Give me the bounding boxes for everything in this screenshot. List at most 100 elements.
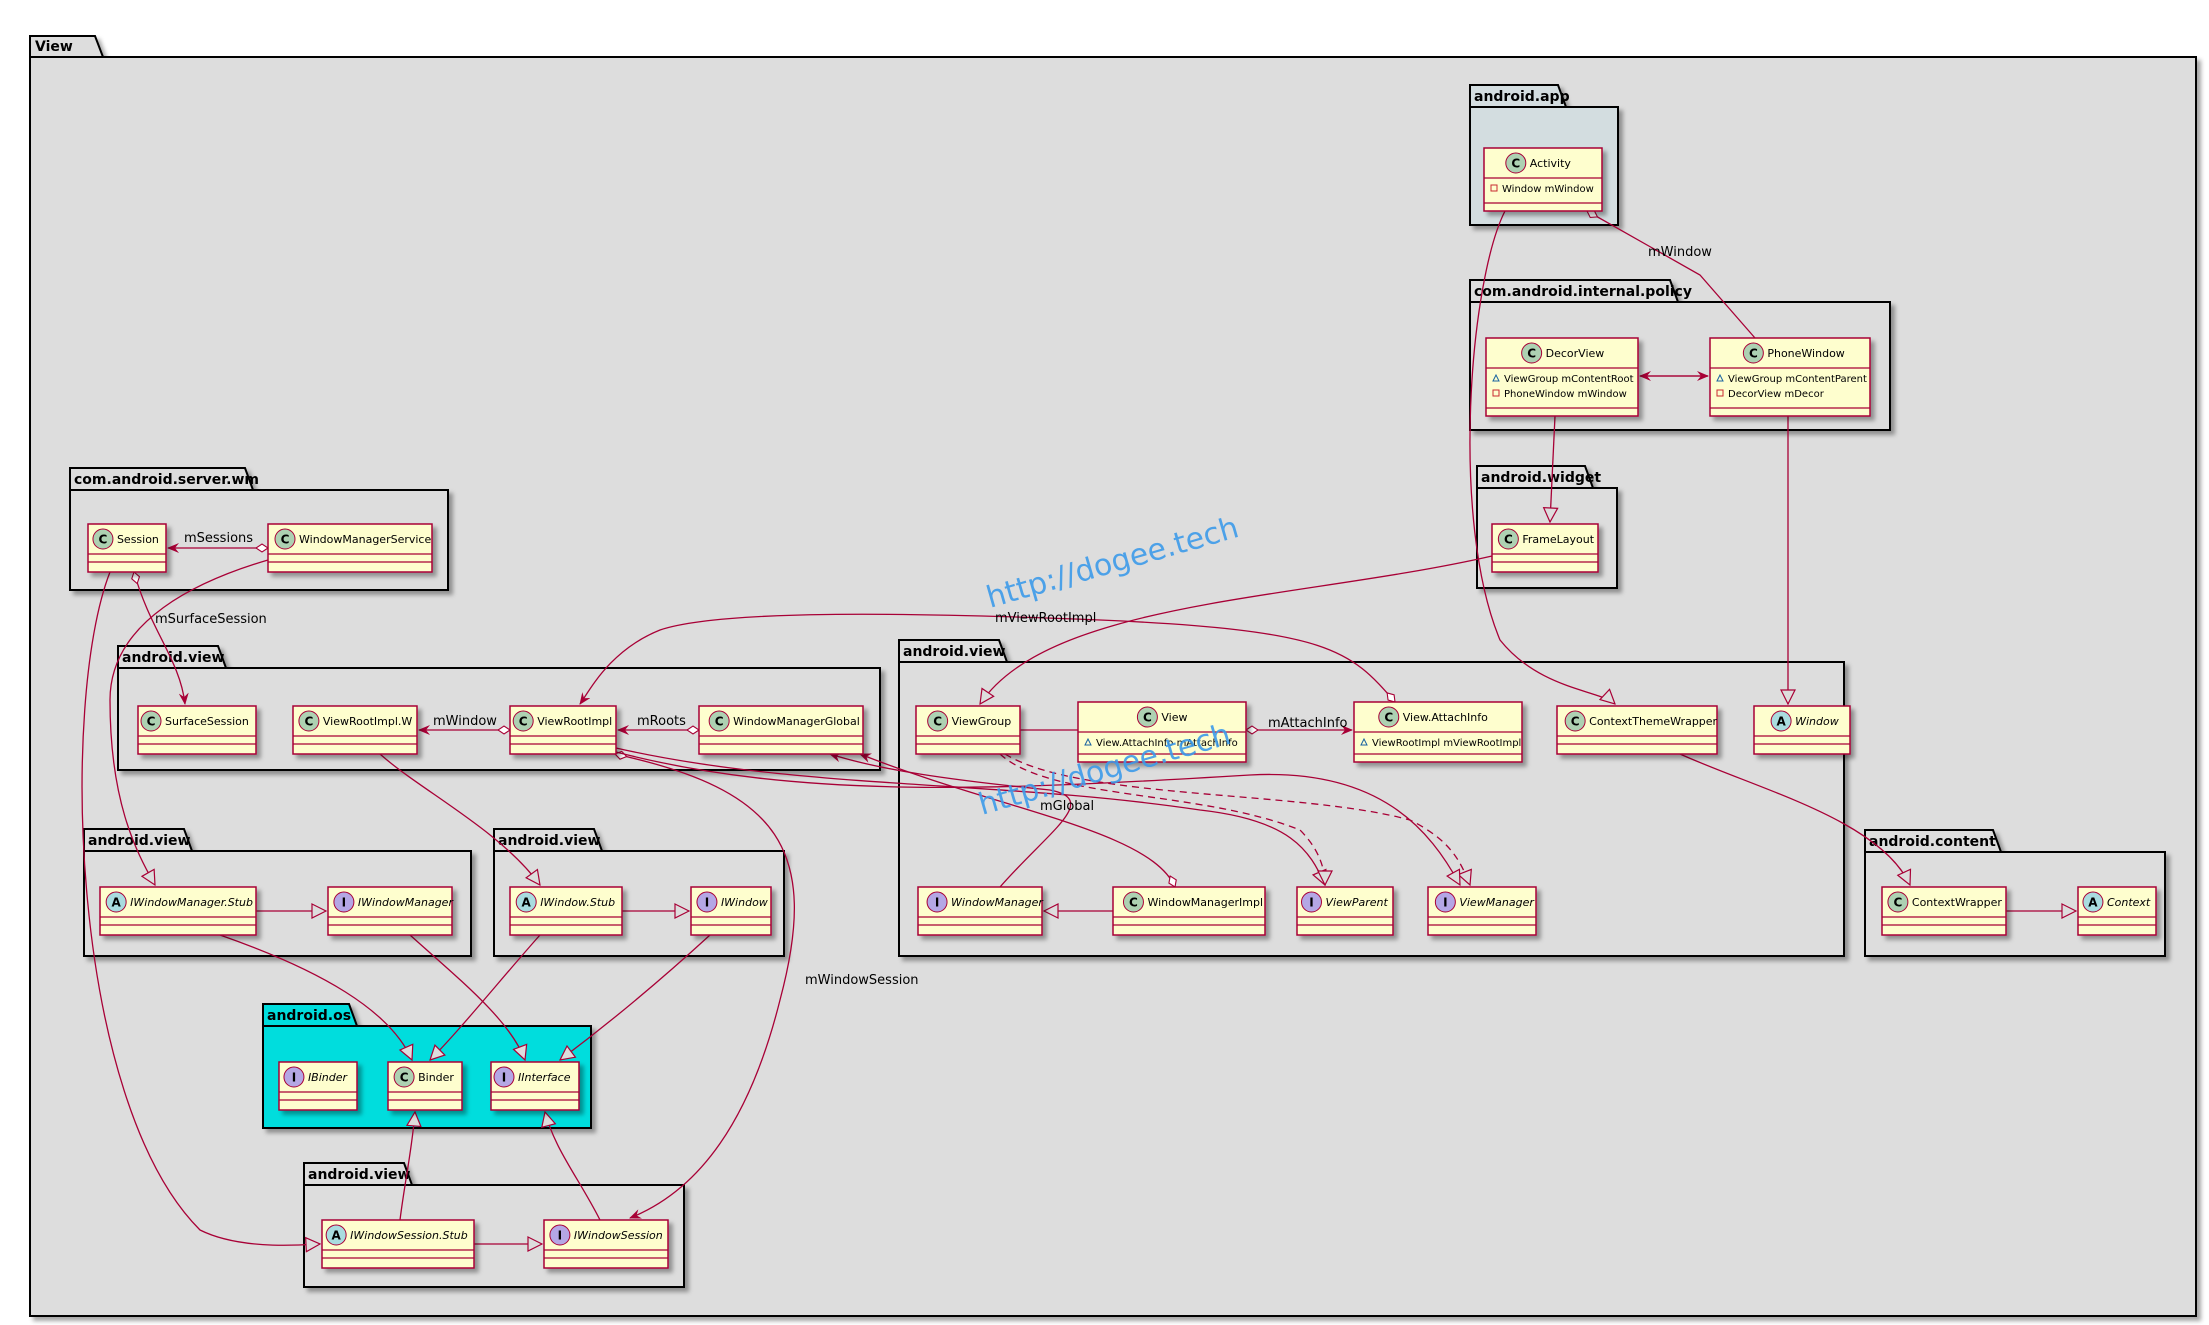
stereotype-C-icon: C: [1887, 891, 1909, 913]
relation-edge: [1469, 210, 1615, 704]
stereotype-A-icon: A: [1770, 710, 1792, 732]
attribute-text: ViewRootImpl mViewRootImpl: [1372, 738, 1521, 749]
class-ViewRootImpl[interactable]: C ViewRootImpl: [509, 705, 617, 755]
class-attribute: View.AttachInfo mAttachInfo: [1084, 737, 1238, 749]
stereotype-C-icon: C: [1136, 706, 1158, 728]
stereotype-C-icon: C: [92, 528, 114, 550]
package-title: android.view: [88, 833, 191, 849]
edge-label-lbl-mwindowsession: mWindowSession: [805, 973, 919, 988]
package-title: android.widget: [1481, 470, 1601, 486]
class-name: WindowManagerGlobal: [733, 715, 860, 728]
relation-edge: [109, 559, 269, 885]
class-name: ViewRootImpl.W: [323, 715, 413, 728]
class-attribute: ViewRootImpl mViewRootImpl: [1360, 737, 1521, 749]
stereotype-I-icon: I: [1301, 891, 1322, 913]
class-ViewGroup[interactable]: C ViewGroup: [915, 705, 1021, 755]
relation-edge: [614, 750, 795, 1219]
relation-edge: [379, 753, 540, 885]
package-title: android.view: [498, 833, 601, 849]
class-IWindowSessionStub[interactable]: A IWindowSession.Stub: [321, 1219, 475, 1269]
class-WindowManagerImpl[interactable]: C WindowManagerImpl: [1112, 886, 1266, 936]
relation-edge: [81, 571, 320, 1245]
class-name: SurfaceSession: [165, 715, 249, 728]
package-title: android.app: [1474, 89, 1570, 105]
svg-text:C: C: [1129, 896, 1138, 910]
stereotype-C-icon: C: [298, 710, 320, 732]
edge-label-lbl-mroots: mRoots: [637, 714, 686, 729]
class-name: Activity: [1530, 157, 1572, 170]
svg-text:C: C: [1527, 347, 1536, 361]
class-name: ContextWrapper: [1912, 896, 2002, 909]
class-name: PhoneWindow: [1767, 347, 1844, 360]
attribute-text: View.AttachInfo mAttachInfo: [1096, 738, 1238, 749]
edge-label-lbl-mwindow-vri: mWindow: [433, 714, 497, 729]
relation-edge: [980, 555, 1493, 704]
outer-package-title: View: [35, 39, 73, 55]
class-name: ViewManager: [1459, 896, 1535, 909]
stereotype-C-icon: C: [708, 710, 730, 732]
stereotype-C-icon: C: [1564, 710, 1586, 732]
class-ViewRootImplW[interactable]: C ViewRootImpl.W: [292, 705, 418, 755]
svg-text:A: A: [522, 896, 532, 910]
svg-text:C: C: [99, 533, 108, 547]
stereotype-C-icon: C: [1497, 528, 1519, 550]
class-name: ViewGroup: [952, 715, 1012, 728]
class-name: IWindow: [721, 896, 768, 909]
stereotype-A-icon: A: [515, 891, 537, 913]
stereotype-C-icon: C: [1742, 342, 1764, 364]
class-ViewParent[interactable]: I ViewParent: [1296, 886, 1394, 936]
class-name: ViewRootImpl: [537, 715, 612, 728]
svg-text:C: C: [519, 715, 528, 729]
class-name: IWindowSession.Stub: [350, 1229, 468, 1242]
package-title: android.view: [903, 644, 1006, 660]
stereotype-C-icon: C: [512, 710, 534, 732]
attribute-text: DecorView mDecor: [1728, 389, 1825, 400]
class-attribute: ViewGroup mContentParent: [1716, 373, 1867, 385]
class-name: WindowManager: [951, 896, 1044, 909]
edge-label-lbl-mwindow-activity: mWindow: [1648, 245, 1712, 260]
class-name: View: [1161, 711, 1187, 724]
svg-text:C: C: [304, 715, 313, 729]
stereotype-C-icon: C: [1521, 342, 1543, 364]
stereotype-A-icon: A: [105, 891, 127, 913]
relation-edge: [1679, 753, 1910, 885]
svg-text:I: I: [558, 1229, 562, 1243]
class-attribute: PhoneWindow mWindow: [1492, 389, 1627, 400]
class-name: Binder: [418, 1071, 454, 1084]
class-name: ViewParent: [1326, 896, 1389, 909]
stereotype-C-icon: C: [1505, 152, 1527, 174]
svg-text:A: A: [332, 1229, 342, 1243]
svg-text:C: C: [933, 715, 942, 729]
svg-text:C: C: [1384, 711, 1393, 725]
edge-label-lbl-mglobal: mGlobal: [1040, 799, 1094, 814]
class-name: WindowManagerImpl: [1147, 896, 1263, 909]
relation-edge: [399, 1112, 415, 1221]
stereotype-I-icon: I: [549, 1224, 571, 1246]
relation-edge: [560, 934, 711, 1060]
svg-text:A: A: [1776, 715, 1786, 729]
